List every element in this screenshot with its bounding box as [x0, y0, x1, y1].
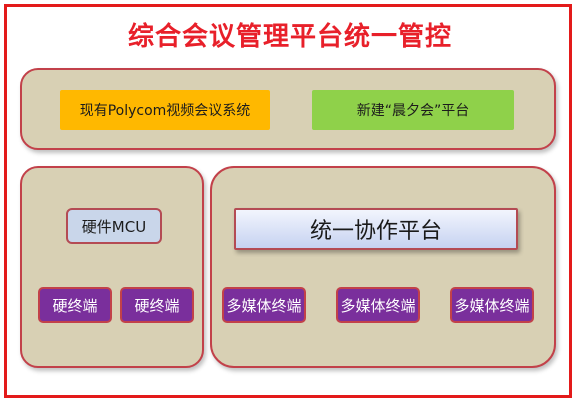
- polycom-system-box: 现有Polycom视频会议系统: [60, 90, 270, 130]
- outer-frame: [4, 4, 572, 398]
- right-panel: [210, 166, 556, 368]
- hardware-mcu-box: 硬件MCU: [66, 208, 162, 244]
- multimedia-terminal-1: 多媒体终端: [222, 287, 306, 323]
- multimedia-terminal-2: 多媒体终端: [336, 287, 420, 323]
- hard-terminal-1: 硬终端: [38, 287, 112, 323]
- chenxi-platform-box: 新建“晨夕会”平台: [312, 90, 514, 130]
- unified-collaboration-platform-box: 统一协作平台: [234, 208, 518, 250]
- multimedia-terminal-3: 多媒体终端: [450, 287, 534, 323]
- hard-terminal-2: 硬终端: [120, 287, 194, 323]
- diagram-title: 综合会议管理平台统一管控: [127, 22, 452, 52]
- left-panel: [20, 166, 204, 368]
